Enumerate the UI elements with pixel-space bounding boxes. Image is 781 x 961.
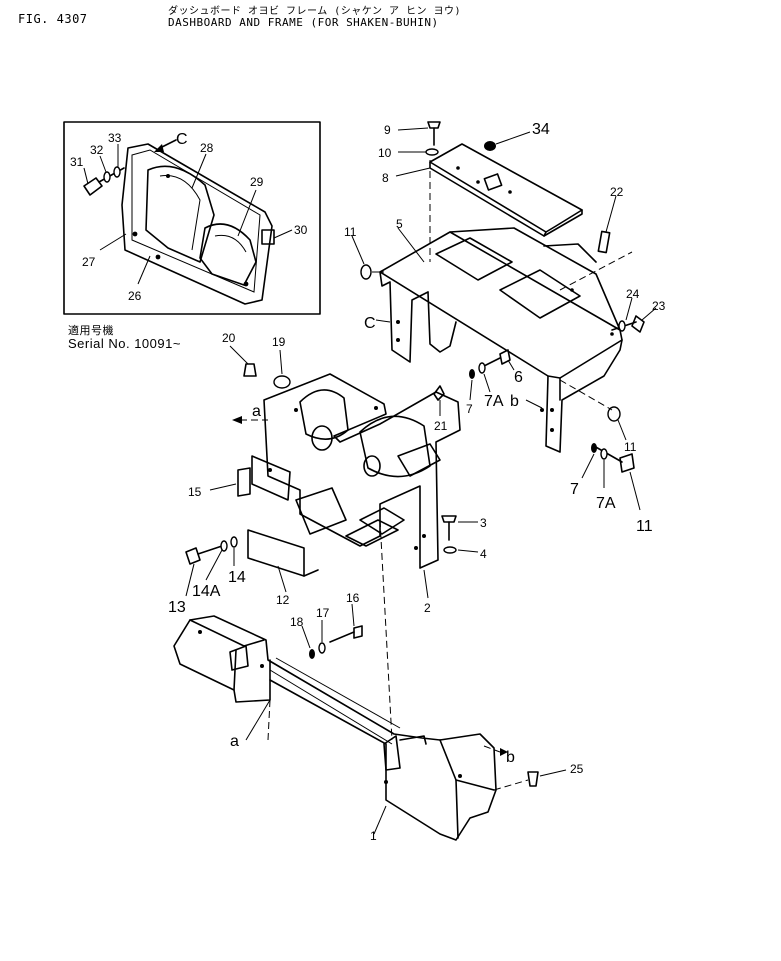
- label-19: 19: [272, 335, 286, 349]
- label-11-right: 11: [624, 440, 637, 454]
- label-21: 21: [434, 419, 448, 433]
- label-3: 3: [480, 516, 487, 530]
- label-11-upper: 11: [344, 225, 357, 239]
- label-33: 33: [108, 131, 122, 145]
- bolt-set-16: [301, 603, 363, 659]
- main-frame-2: [209, 345, 479, 599]
- serial-applicability-label: 適用号機: [68, 324, 114, 337]
- label-30: 30: [294, 223, 308, 237]
- label-23: 23: [652, 299, 666, 313]
- label-9: 9: [384, 123, 391, 137]
- label-7A-lower: 7A: [596, 495, 616, 512]
- label-4: 4: [480, 547, 487, 561]
- label-31: 31: [70, 155, 84, 169]
- label-18: 18: [290, 615, 304, 629]
- label-8: 8: [382, 171, 389, 185]
- label-1: 1: [370, 829, 377, 843]
- label-7A-upper: 7A: [484, 393, 504, 410]
- plate-12: [185, 519, 393, 741]
- top-panel-8: [395, 121, 583, 262]
- label-13: 13: [168, 599, 186, 616]
- label-7-upper: 7: [466, 402, 473, 416]
- ref-a-lower: a: [230, 733, 239, 750]
- label-12: 12: [276, 593, 290, 607]
- ref-c-inset: C: [176, 131, 188, 148]
- title-english: DASHBOARD AND FRAME (FOR SHAKEN-BUHIN): [168, 16, 439, 29]
- inset-detail-c: [63, 121, 321, 315]
- figure-number: FIG. 4307: [18, 12, 88, 26]
- label-15: 15: [188, 485, 202, 499]
- label-14A: 14A: [192, 583, 221, 600]
- lower-dashboard-1: [173, 615, 567, 841]
- part-labels: 1 2 3 4 5 6 7 7 7A 7A 8 9 10 11 11 11 12…: [70, 121, 666, 843]
- label-20: 20: [222, 331, 236, 345]
- label-14: 14: [228, 569, 246, 586]
- label-17: 17: [316, 606, 330, 620]
- label-11-lower: 11: [636, 518, 653, 535]
- ref-c-frame: C: [364, 315, 376, 332]
- label-26: 26: [128, 289, 142, 303]
- ref-b-lower: b: [506, 749, 515, 766]
- label-7-lower: 7: [570, 481, 579, 498]
- label-27: 27: [82, 255, 96, 269]
- label-29: 29: [250, 175, 264, 189]
- label-22: 22: [610, 185, 624, 199]
- label-32: 32: [90, 143, 104, 157]
- label-5: 5: [396, 217, 403, 231]
- label-2: 2: [424, 601, 431, 615]
- label-25: 25: [570, 762, 584, 776]
- title-katakana: ダッシュボード オヨビ フレーム (シャケン ア ヒン ヨウ): [168, 6, 462, 17]
- label-16: 16: [346, 591, 360, 605]
- ref-a-upper: a: [252, 403, 261, 420]
- label-6: 6: [514, 369, 523, 386]
- label-28: 28: [200, 141, 214, 155]
- label-10: 10: [378, 146, 392, 160]
- label-24: 24: [626, 287, 640, 301]
- serial-number: Serial No. 10091~: [68, 336, 181, 351]
- ref-b-upper: b: [510, 393, 519, 410]
- dashboard-frame-5: [351, 195, 657, 511]
- label-34: 34: [532, 121, 550, 138]
